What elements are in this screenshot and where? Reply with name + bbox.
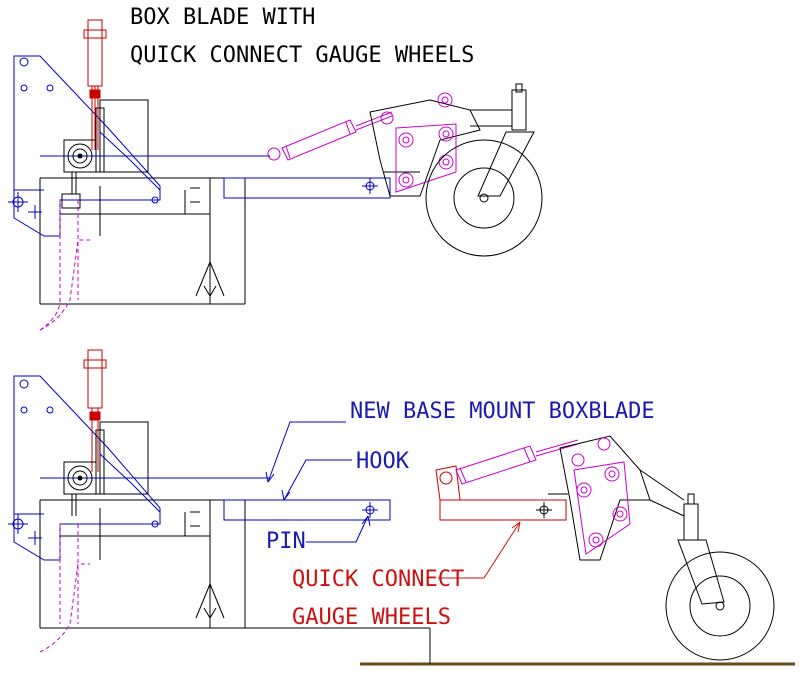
top-wheel-assembly bbox=[425, 83, 543, 257]
bottom-blade-body bbox=[39, 421, 246, 629]
top-wheel-cylinder bbox=[267, 111, 393, 161]
bottom-assembly bbox=[8, 349, 795, 666]
top-sprocket bbox=[61, 139, 97, 209]
detached-linkage-pins bbox=[571, 437, 631, 555]
detached-linkage bbox=[559, 435, 685, 561]
top-arm-pin bbox=[362, 178, 378, 194]
top-blade-body bbox=[39, 99, 246, 305]
top-shank bbox=[39, 200, 90, 331]
bottom-vertical-cylinder bbox=[83, 349, 107, 472]
bottom-shank bbox=[39, 524, 90, 653]
detached-red-frame bbox=[435, 465, 567, 521]
detached-wheel bbox=[665, 493, 775, 661]
leader-hook bbox=[281, 459, 352, 501]
ground-line bbox=[245, 627, 795, 666]
label-quick-connect-1: QUICK CONNECT bbox=[292, 567, 464, 592]
top-linkage bbox=[369, 99, 481, 197]
label-new-base-mount: NEW BASE MOUNT BOXBLADE bbox=[350, 399, 655, 424]
top-assembly bbox=[8, 19, 543, 331]
top-side-plate bbox=[8, 55, 161, 237]
detached-cylinder bbox=[455, 439, 579, 485]
bottom-sprocket bbox=[63, 461, 97, 516]
label-hook: HOOK bbox=[356, 449, 410, 474]
leader-quick-connect bbox=[438, 521, 521, 579]
leader-new-base-mount bbox=[265, 421, 346, 483]
leader-pin bbox=[306, 515, 371, 543]
label-quick-connect-2: GAUGE WHEELS bbox=[292, 605, 451, 630]
label-pin: PIN bbox=[266, 529, 306, 554]
top-linkage-pins bbox=[380, 92, 457, 193]
title-line-2: QUICK CONNECT GAUGE WHEELS bbox=[130, 43, 474, 68]
top-vertical-cylinder bbox=[83, 19, 107, 150]
bottom-side-plate bbox=[8, 375, 161, 561]
title-line-1: BOX BLADE WITH bbox=[130, 5, 315, 30]
detached-pin bbox=[536, 493, 568, 518]
